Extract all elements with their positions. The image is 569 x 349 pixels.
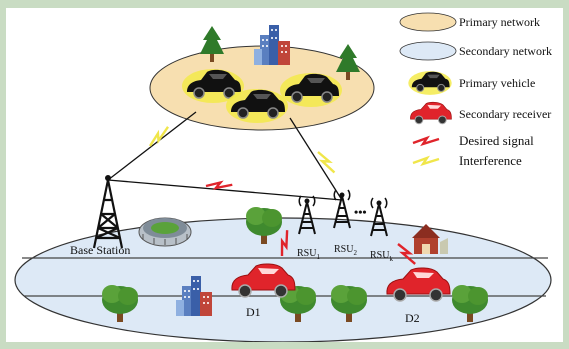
legend-interference-label: Interference <box>459 153 522 168</box>
legend-secondary-receiver-label: Secondary receiver <box>459 107 551 121</box>
primary-vehicle-icon <box>182 69 244 103</box>
legend-secondary-network-label: Secondary network <box>459 44 552 58</box>
link-bs-to-primary <box>107 111 197 181</box>
rsu2-label: RSU2 <box>334 244 357 257</box>
rsu-dots: ••• <box>354 205 367 219</box>
barn-icon <box>412 224 448 254</box>
rsu1-label: RSU1 <box>297 248 320 261</box>
base-station-tower-icon <box>92 175 124 249</box>
link-rsu-to-primary <box>289 117 343 201</box>
primary-vehicle-icon <box>226 89 288 123</box>
d1-label: D1 <box>246 305 261 319</box>
rsu-tower-icon <box>298 195 316 235</box>
d2-label: D2 <box>405 311 420 325</box>
legend-primary-network-label: Primary network <box>459 15 540 29</box>
legend-secondary-receiver-icon <box>409 101 452 125</box>
interference-signal-icon <box>145 124 173 148</box>
rsu-tower-icon <box>333 189 351 229</box>
rsu-tower-icon <box>370 197 388 237</box>
legend: Primary network Secondary network Primar… <box>399 12 552 168</box>
network-diagram: Base Station ••• RSU1 RSU2 RSUk <box>14 12 552 342</box>
primary-vehicle-icon <box>280 73 342 107</box>
link-bs-to-rsu <box>107 179 343 201</box>
city-buildings-icon <box>254 25 290 65</box>
diagram-panel: Base Station ••• RSU1 RSU2 RSUk <box>6 8 563 342</box>
legend-primary-vehicle-label: Primary vehicle <box>459 76 535 90</box>
interference-signal-icon <box>315 148 337 177</box>
legend-desired-signal-label: Desired signal <box>459 133 534 148</box>
base-station-label: Base Station <box>70 243 130 257</box>
legend-primary-vehicle-icon <box>408 71 452 95</box>
legend-primary-network-swatch <box>399 12 457 32</box>
rsuk-label: RSUk <box>370 250 393 263</box>
legend-desired-signal-icon <box>411 136 441 146</box>
legend-secondary-network-swatch <box>399 41 457 61</box>
stadium-icon <box>138 217 192 247</box>
legend-interference-icon <box>411 156 441 166</box>
